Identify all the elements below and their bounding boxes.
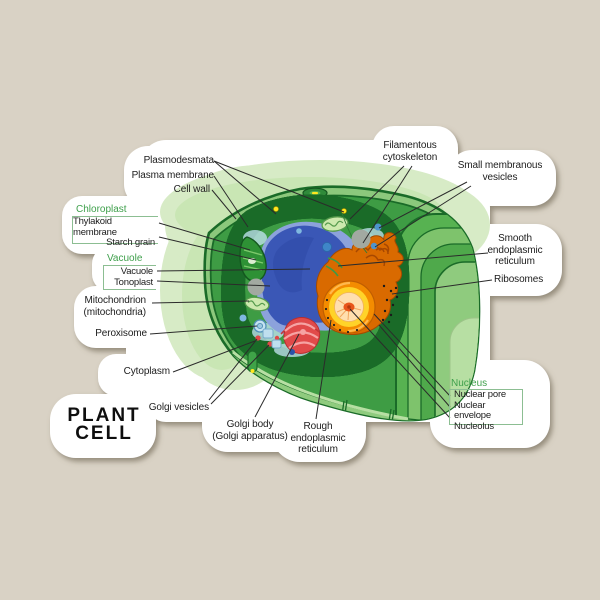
label-cytoplasm: Cytoplasm [123,366,170,377]
plasma-membrane-and-wall [233,206,397,365]
label-plasma-membrane: Plasma membrane [131,170,215,181]
leader-thylakoid [158,222,251,251]
small-vesicle-dots [239,223,382,355]
leader-plasmodesmata-a [213,160,277,215]
nuclear-pore-dots [324,298,359,334]
leader-cell-wall [211,189,237,220]
gray-organelles [247,229,371,296]
leader-plasma-membrane [213,175,249,228]
leader-cytoplasm [172,340,256,373]
leader-nucleolus [349,308,451,419]
peroxisome-graphic [253,319,267,333]
label-golgi-vesicles: Golgi vesicles [148,402,209,413]
label-peroxisome: Peroxisome [95,328,147,339]
leader-mitochondrion [151,300,250,304]
leader-small-vesicles-b [374,185,472,248]
leader-rough-er [315,319,332,420]
label-ribosomes: Ribosomes [494,274,544,285]
leader-filamentous-b [362,165,413,244]
leader-starch [158,236,257,261]
label-plasmodesmata: Plasmodesmata [143,155,215,166]
title-plant-cell: PLANT CELL [67,405,141,444]
label-nuclear-pore: Nuclear pore [454,389,506,400]
chloroplast-header: Chloroplast [76,204,127,215]
label-starch-grain: Starch grain [106,237,155,248]
leader-golgi-vesicles-a [208,338,258,401]
leader-nuclear-pore [373,313,451,397]
label-vacuole: Vacuole [120,265,153,277]
label-golgi-body: Golgi body(Golgi apparatus) [212,419,288,442]
leader-ribosomes [391,279,493,295]
leader-nuclear-envelope [378,324,451,408]
vacuole-header: Vacuole [107,253,143,264]
vesicle-squares [262,328,282,349]
ribosome-dots [381,284,399,324]
label-thylakoid-membrane: Thylakoid membrane [73,216,117,238]
leader-tonoplast [156,280,271,287]
leader-small-vesicles-a [378,181,468,229]
mitochondrion-graphic [244,216,349,312]
label-nucleolus: Nucleolus [454,420,494,432]
leader-vacuole [156,268,311,272]
label-cell-wall: Cell wall [173,184,210,195]
leader-golgi-vesicles-b [210,344,270,405]
nucleus-header: Nucleus [451,378,488,389]
smooth-er-graphic [325,257,343,277]
leader-filamentous-a [349,165,405,220]
label-tonoplast: Tonoplast [114,277,153,288]
leader-smooth-er [337,252,489,267]
leader-plasmodesmata-b [213,160,345,213]
leader-lines [149,160,493,420]
leader-peroxisome [149,325,258,335]
nucleus-graphic [322,280,399,334]
cell-body [203,185,481,422]
label-mitochondrion: Mitochondrion(mitochondria) [83,295,146,318]
leader-golgi-body [254,333,300,418]
label-nuclear-envelope: Nuclear envelope [454,399,491,421]
